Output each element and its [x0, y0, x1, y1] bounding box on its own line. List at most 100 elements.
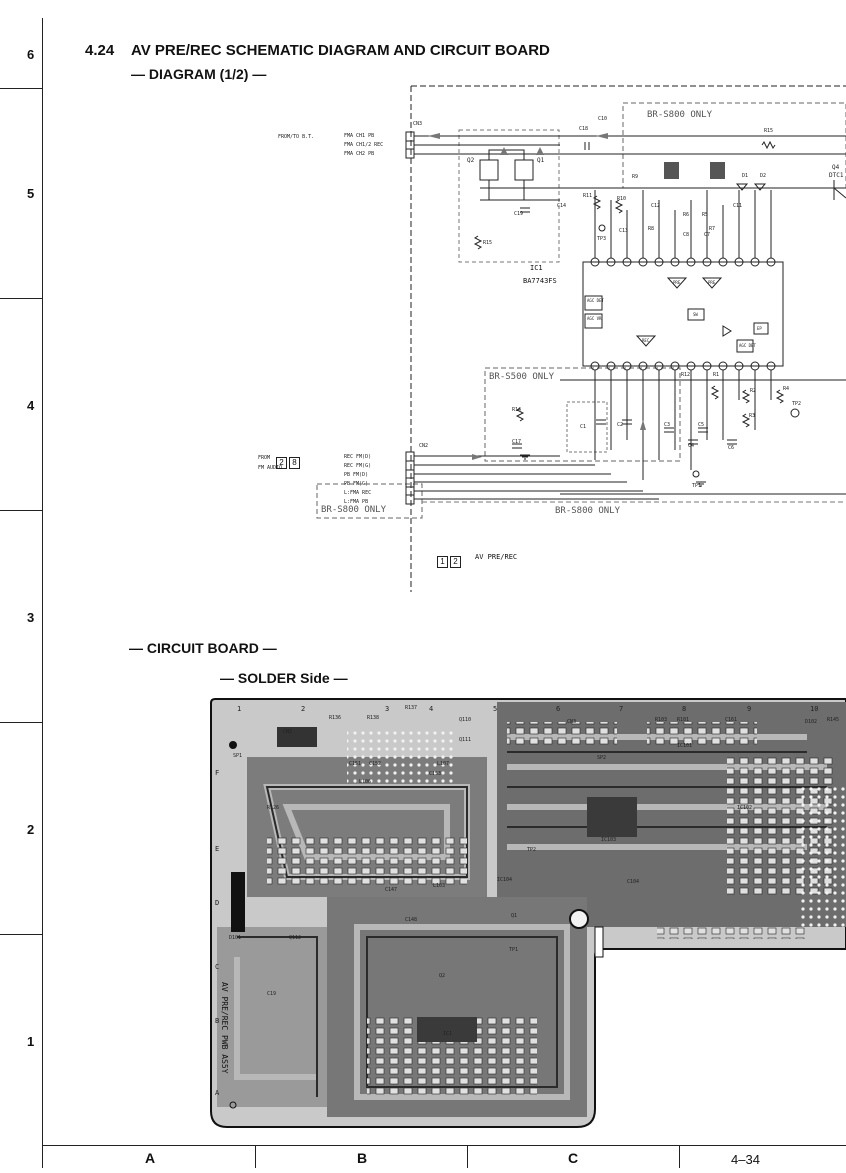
ic-block-label: AGC VR [587, 316, 602, 321]
row-divider [0, 88, 42, 89]
board-label: R101 [677, 717, 690, 723]
component-label: C13 [619, 228, 629, 234]
board-label: C152 [369, 761, 382, 767]
cn2-pin-label: REC FM(G) [344, 463, 372, 469]
row-divider [0, 934, 42, 935]
component-label: R8 [648, 226, 655, 232]
board-label: CN3 [567, 719, 577, 725]
board-row-marker: F [215, 769, 220, 777]
board-label: SP2 [597, 755, 607, 761]
legend-box: 1 [437, 556, 448, 568]
board-label: Q1 [511, 913, 518, 919]
board-row-marker: B [215, 1017, 220, 1025]
ic-block-label: EP [757, 326, 762, 331]
board-label: C104 [627, 879, 640, 885]
component-label: R15 [764, 128, 774, 134]
ic-label: IC1 [530, 264, 543, 272]
board-label: SP1 [233, 753, 243, 759]
transistor-label: Q1 [537, 157, 545, 164]
row-divider [0, 722, 42, 723]
row-number-6: 6 [27, 47, 35, 62]
component-label: C6 [728, 445, 735, 451]
row-number-5: 5 [27, 186, 35, 201]
component-label: C12 [651, 203, 661, 209]
board-label: C148 [405, 917, 418, 923]
board-label: IC103 [601, 837, 617, 843]
board-label: R137 [405, 705, 418, 711]
board-label: D101 [229, 935, 242, 941]
board-label: Q110 [459, 717, 472, 723]
row-number-4: 4 [27, 398, 35, 413]
board-row-marker: A [215, 1089, 220, 1097]
left-border-rule [42, 18, 43, 1168]
component-label: C14 [557, 203, 567, 209]
variant-label: BR-S800 ONLY [555, 506, 621, 516]
diagram-subtitle: — DIAGRAM (1/2) — [131, 66, 267, 82]
component-label: D1 [742, 173, 749, 179]
column-divider [255, 1145, 256, 1168]
component-label: R5 [702, 212, 709, 218]
circuit-board-art [210, 698, 846, 1128]
board-label: C153 [429, 771, 442, 777]
board-label: R126 [267, 805, 280, 811]
component-label: C1 [580, 424, 587, 430]
ic-block-label: PRE [708, 280, 716, 285]
ic-block-label: AGC DET [587, 298, 604, 303]
component-label: TP2 [792, 401, 802, 407]
row-number-1: 1 [27, 1034, 35, 1049]
legend-box: 2 [450, 556, 461, 568]
from-to-label: FROM/TO B.T. [278, 134, 315, 140]
ic-block-label: AGC DET [739, 343, 756, 348]
cn3-pin-label: FMA CH2 PB [344, 151, 375, 157]
from-label: FROM [258, 455, 271, 461]
component-label: R1 [713, 372, 720, 378]
board-column-marker: 10 [810, 705, 819, 713]
board-label: IC104 [497, 877, 513, 883]
cn3-pin-label: FMA CH1/2 REC [344, 142, 384, 148]
variant-label: BR-S800 ONLY [321, 505, 387, 515]
schematic-diagram [316, 85, 846, 592]
component-label: TP1 [692, 483, 702, 489]
cn3-pin-label: FMA CH1 PB [344, 133, 375, 139]
board-column-marker: 5 [493, 705, 498, 713]
board-label: R103 [655, 717, 668, 723]
transistor-label: DTC1 [829, 172, 844, 179]
column-label-c: C [568, 1150, 579, 1166]
variant-label: BR-S500 ONLY [489, 372, 555, 382]
cn2-pin-label: PB FM(G) [344, 481, 369, 487]
cn2-pin-label: PB FM(D) [344, 472, 369, 478]
cn2-pin-label: REC FM(D) [344, 454, 372, 460]
board-label: C19 [267, 991, 277, 997]
board-column-marker: 6 [556, 705, 561, 713]
component-label: R15 [483, 240, 493, 246]
circuit-board: 1 2 3 4 5 6 7 8 9 10 F E D C B A AV PRE/… [207, 697, 846, 1129]
section-number: 4.24 [85, 42, 115, 59]
component-label: TP3 [597, 236, 607, 242]
board-label: IC102 [737, 805, 753, 811]
variant-label: BR-S800 ONLY [647, 110, 713, 120]
board-label: Q2 [439, 973, 446, 979]
board-column-marker: 4 [429, 705, 434, 713]
component-label: C18 [579, 126, 589, 132]
row-divider [0, 298, 42, 299]
board-label: C161 [725, 717, 738, 723]
component-label: C2 [617, 422, 624, 428]
from-box: 2 [276, 457, 287, 469]
component-label: R4 [783, 386, 790, 392]
board-column-marker: 8 [682, 705, 687, 713]
cn2-pin-label: L:FMA PB [344, 499, 369, 505]
component-label: D2 [760, 173, 767, 179]
column-label-a: A [145, 1150, 156, 1166]
column-divider [467, 1145, 468, 1168]
component-label: C8 [683, 232, 690, 238]
component-label: C5 [698, 422, 705, 428]
cn2-pin-label: L:FMA REC [344, 490, 372, 496]
board-part-number: AV PRE/REC PWB AS5Y [220, 982, 229, 1074]
row-number-3: 3 [27, 610, 35, 625]
component-label: R9 [632, 174, 639, 180]
ic-block-label: PRE [673, 280, 681, 285]
board-label: R138 [367, 715, 380, 721]
board-label: TP2 [527, 847, 537, 853]
component-label: R11 [583, 193, 593, 199]
